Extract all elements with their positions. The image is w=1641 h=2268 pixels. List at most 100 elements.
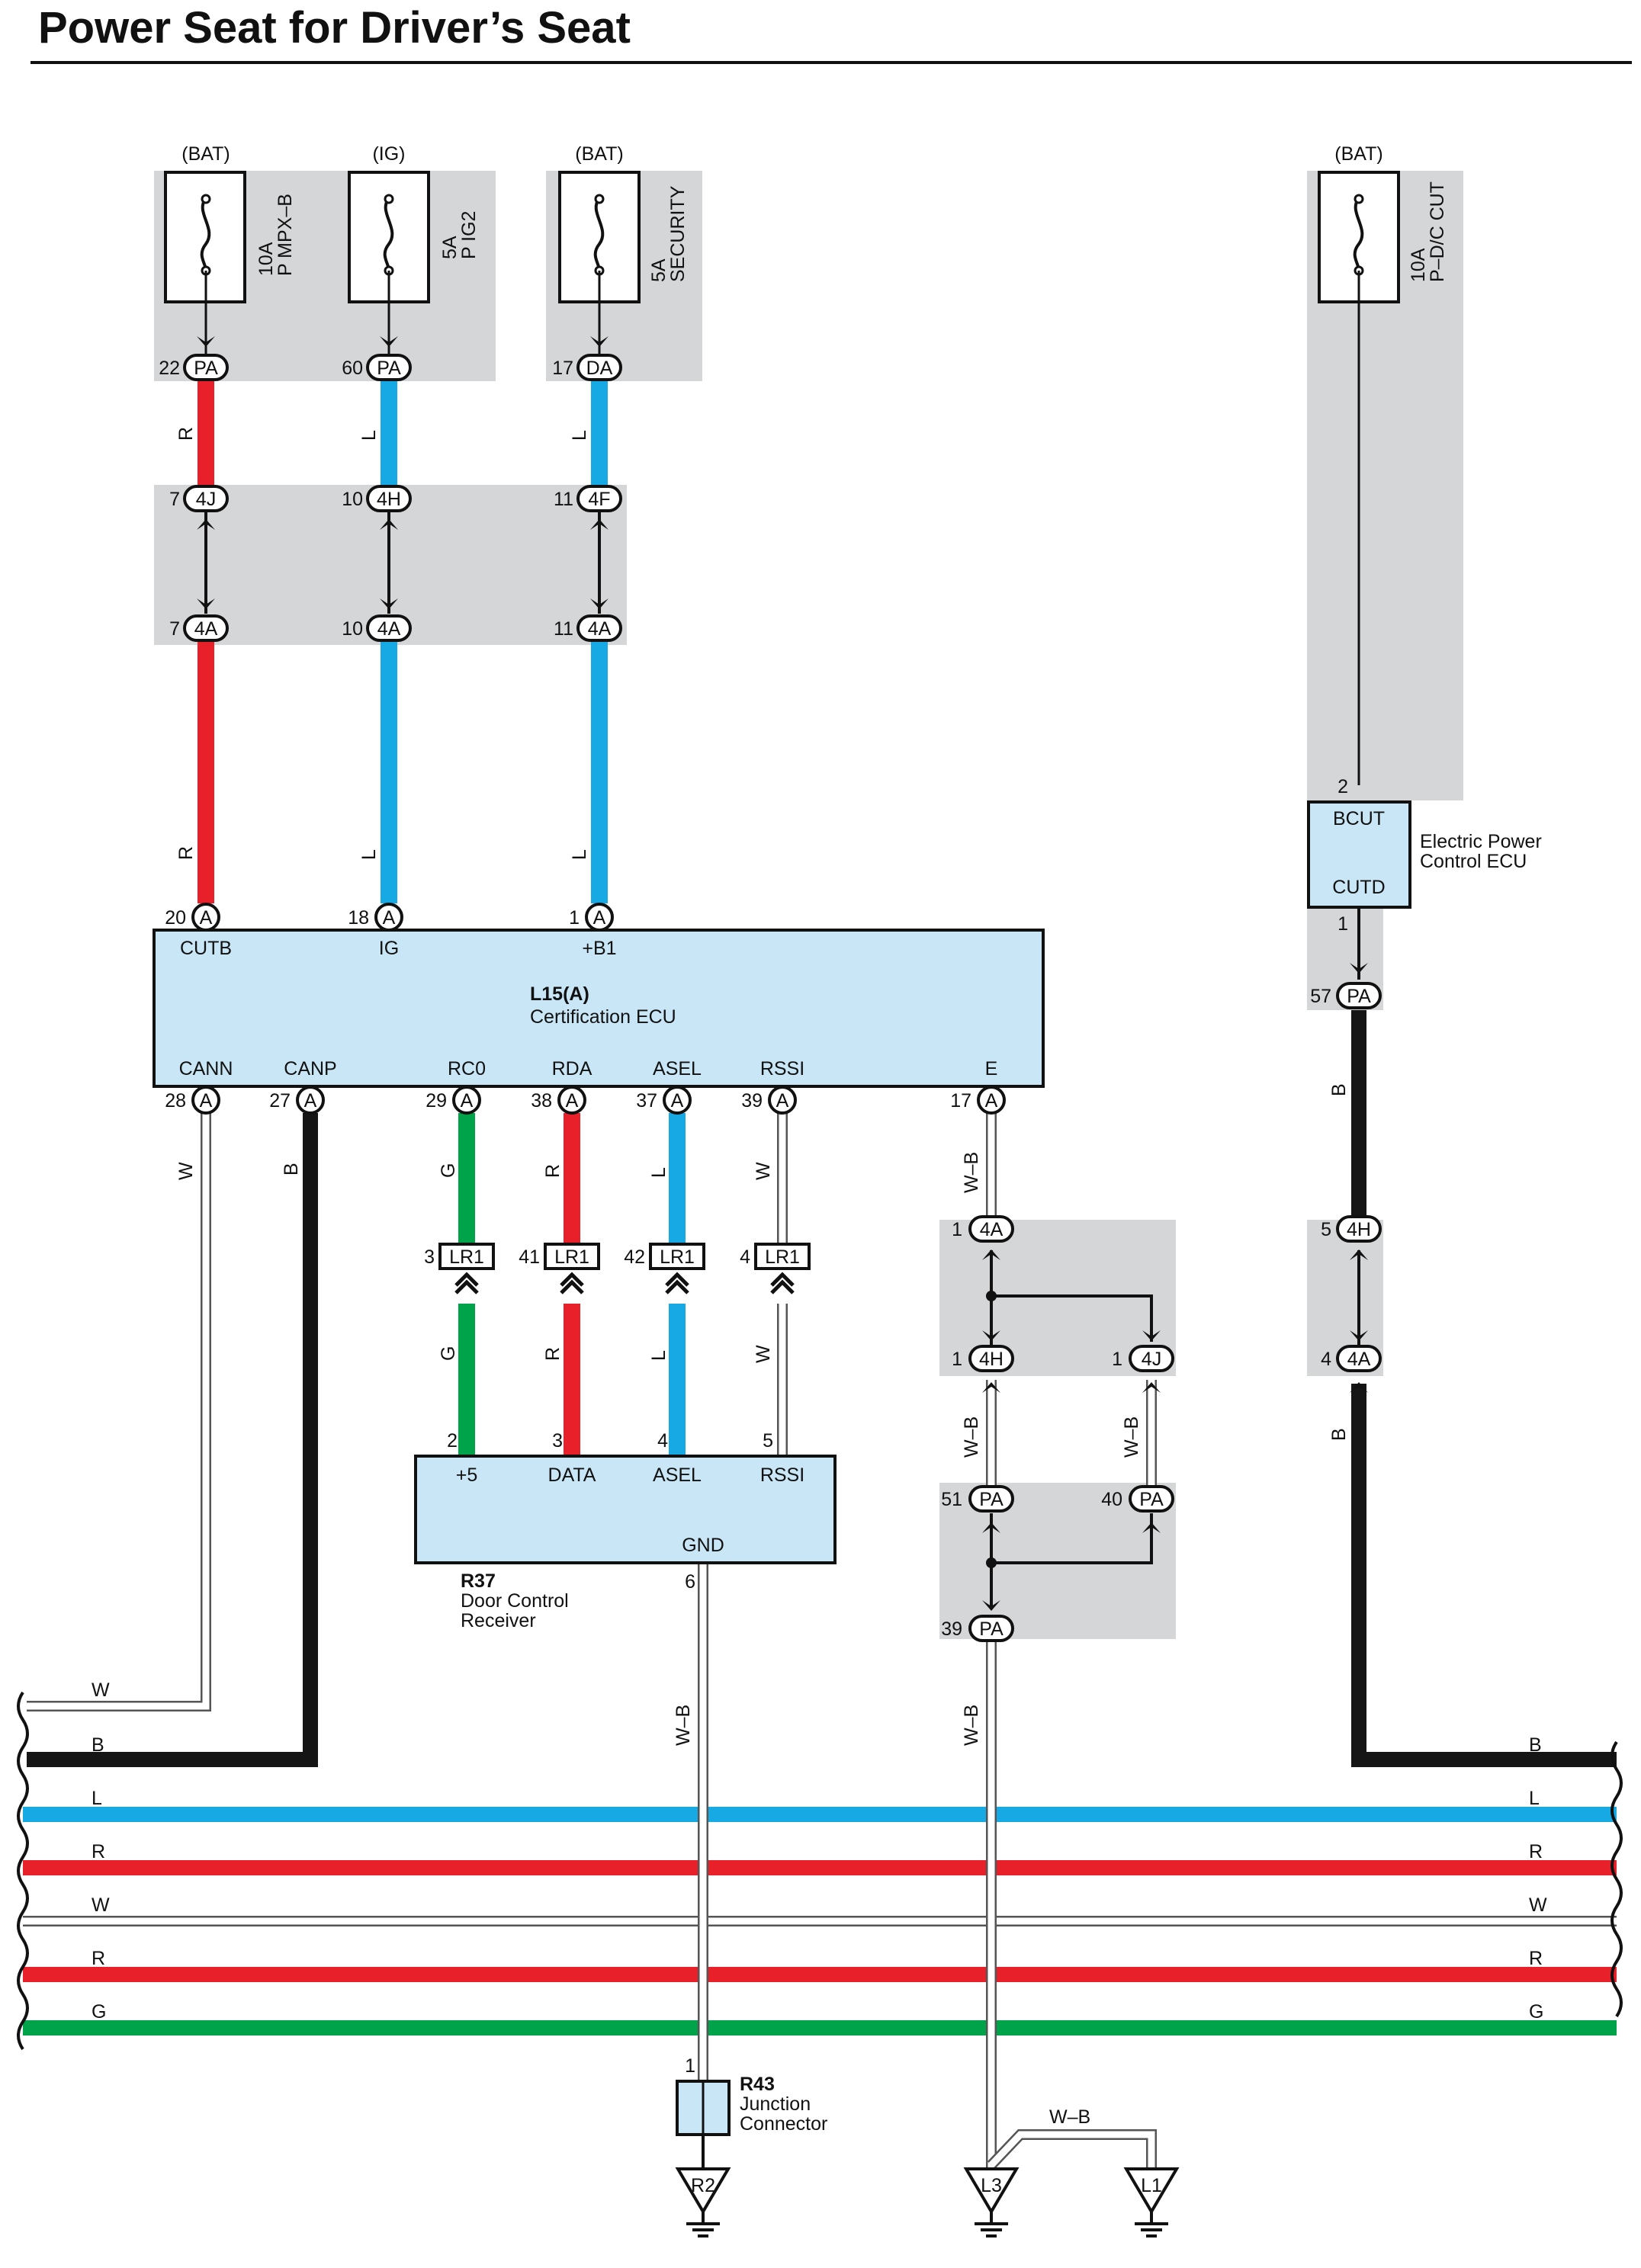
pin-number: 57 bbox=[1310, 986, 1331, 1007]
wire-color-label: L bbox=[648, 1350, 670, 1361]
wire-w-cann bbox=[27, 1113, 211, 1711]
pin-number: 60 bbox=[342, 358, 363, 379]
bus-label: G bbox=[1529, 2001, 1543, 2023]
svg-text:LR1: LR1 bbox=[554, 1246, 589, 1268]
connector-4a-10: 4A bbox=[366, 614, 412, 642]
svg-text:4J: 4J bbox=[196, 489, 216, 510]
connector-a-18: A bbox=[374, 903, 403, 932]
pin-number: 7 bbox=[169, 618, 180, 640]
receiver-pin-number: 2 bbox=[447, 1430, 458, 1452]
pin-number: 22 bbox=[159, 358, 180, 379]
wire-color-label: R bbox=[175, 846, 197, 860]
svg-text:4A: 4A bbox=[194, 618, 218, 640]
ground-label: L1 bbox=[1141, 2175, 1162, 2196]
wire-color-label: W bbox=[175, 1162, 197, 1180]
fuse-source-label: (BAT) bbox=[1334, 143, 1382, 165]
svg-text:PA: PA bbox=[377, 358, 401, 379]
pin-number: 1 bbox=[952, 1219, 962, 1240]
wire-b-canp bbox=[27, 1113, 318, 1767]
fuse-amp-label: 5A bbox=[648, 258, 670, 282]
pin-number: 4 bbox=[740, 1246, 750, 1268]
wire-color-label: L bbox=[569, 849, 590, 860]
bus-label: R bbox=[92, 1841, 105, 1862]
svg-text:4A: 4A bbox=[588, 618, 612, 640]
receiver-pin-label: RSSI bbox=[760, 1464, 804, 1486]
junction-name: Connector bbox=[740, 2113, 827, 2135]
connector-a-38: A bbox=[557, 1086, 586, 1115]
pin-number: 10 bbox=[342, 489, 363, 510]
svg-text:PA: PA bbox=[979, 1618, 1004, 1640]
wire-color-label: L bbox=[648, 1167, 670, 1178]
svg-text:A: A bbox=[776, 1090, 789, 1112]
wire-color-label: B bbox=[1328, 1083, 1350, 1096]
svg-text:4H: 4H bbox=[979, 1349, 1004, 1370]
pin-number: 5 bbox=[1321, 1219, 1331, 1240]
connector-a-17: A bbox=[977, 1086, 1006, 1115]
fuse-p-mpx-b bbox=[164, 171, 246, 303]
door-control-receiver bbox=[414, 1455, 837, 1564]
wire-color-label: L bbox=[358, 849, 380, 860]
fuse-amp-label: 10A bbox=[255, 242, 277, 276]
pin-number: 1 bbox=[1112, 1349, 1122, 1370]
fuse-source-label: (BAT) bbox=[575, 143, 623, 165]
splice-dots bbox=[986, 1291, 997, 1568]
wire-color-label: G bbox=[438, 1163, 459, 1178]
ecu-pin-label: +B1 bbox=[582, 938, 616, 959]
power-ecu-name: Electric Power bbox=[1420, 831, 1542, 852]
wire-color-label: W–B bbox=[673, 1705, 694, 1746]
svg-text:A: A bbox=[461, 1090, 474, 1112]
electric-power-control-ecu bbox=[1307, 800, 1411, 909]
power-ecu-pin-number: 2 bbox=[1338, 776, 1348, 797]
fuse-source-label: (BAT) bbox=[181, 143, 230, 165]
bus-break-left bbox=[17, 1691, 29, 2051]
pin-number: 17 bbox=[950, 1090, 971, 1112]
wire-color-label: W–B bbox=[1049, 2106, 1090, 2128]
connector-a-29: A bbox=[452, 1086, 481, 1115]
connector-a-1: A bbox=[585, 903, 614, 932]
connector-4f-11: 4F bbox=[576, 485, 622, 512]
pin-number: 17 bbox=[552, 358, 573, 379]
receiver-gnd-pin: 6 bbox=[685, 1571, 695, 1593]
fuse-source-label: (IG) bbox=[372, 143, 405, 165]
pin-number: 10 bbox=[342, 618, 363, 640]
title-underline bbox=[31, 61, 1632, 64]
svg-text:4A: 4A bbox=[377, 618, 401, 640]
connector-4a-11: 4A bbox=[576, 614, 622, 642]
svg-text:LR1: LR1 bbox=[660, 1246, 695, 1268]
pin-number: 41 bbox=[519, 1246, 540, 1268]
junction-connector bbox=[676, 2080, 731, 2136]
power-ecu-pin-label: CUTD bbox=[1332, 877, 1385, 898]
svg-text:A: A bbox=[593, 907, 606, 929]
connector-4j-1: 4J bbox=[1129, 1345, 1174, 1372]
ecu-pin-label: RDA bbox=[552, 1058, 592, 1079]
ecu-pin-label: CANP bbox=[284, 1058, 336, 1079]
svg-text:4A: 4A bbox=[980, 1219, 1004, 1240]
fuse-name-label: SECURITY bbox=[667, 185, 689, 282]
pin-number: 11 bbox=[554, 489, 573, 510]
connector-4a-1: 4A bbox=[968, 1215, 1014, 1243]
connector-a-20: A bbox=[191, 903, 220, 932]
power-ecu-pin-number: 1 bbox=[1338, 913, 1348, 935]
pin-number: 27 bbox=[269, 1090, 291, 1112]
pin-number: 29 bbox=[426, 1090, 447, 1112]
svg-text:LR1: LR1 bbox=[449, 1246, 484, 1268]
receiver-pin-number: 4 bbox=[657, 1430, 668, 1452]
junction-name: Junction bbox=[740, 2093, 811, 2115]
svg-text:PA: PA bbox=[1139, 1489, 1164, 1510]
pin-number: 7 bbox=[169, 489, 180, 510]
connector-4a-4: 4A bbox=[1336, 1345, 1382, 1372]
wire-color-label: L bbox=[569, 430, 590, 441]
wire-color-label: W–B bbox=[961, 1705, 982, 1746]
svg-text:A: A bbox=[383, 907, 396, 929]
connector-lr1-4: LR1 bbox=[754, 1243, 811, 1270]
fuse-name-label: P–D/C CUT bbox=[1427, 181, 1448, 282]
certification-ecu bbox=[153, 929, 1045, 1088]
pin-number: 4 bbox=[1321, 1349, 1331, 1370]
pin-number: 1 bbox=[952, 1349, 962, 1370]
pin-number: 38 bbox=[531, 1090, 552, 1112]
fuse-amp-label: 5A bbox=[439, 236, 461, 259]
wire-color-label: W bbox=[753, 1345, 774, 1363]
wire-color-label: W–B bbox=[1121, 1416, 1142, 1458]
connector-a-28: A bbox=[191, 1086, 220, 1115]
